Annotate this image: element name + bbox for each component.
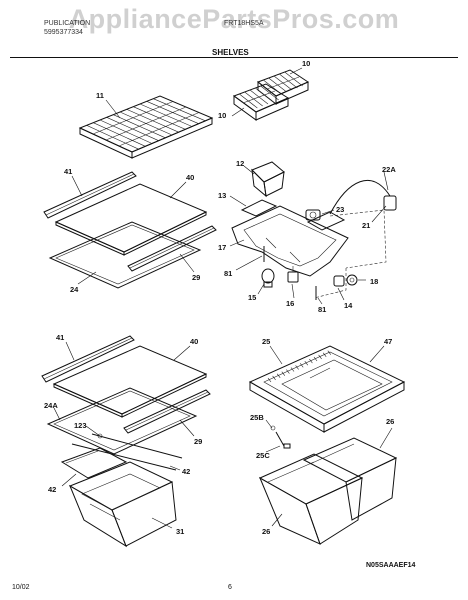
shelf-trim-rear-lower[interactable] xyxy=(123,389,211,434)
callout-81-right: 81 xyxy=(318,305,326,314)
callout-24: 24 xyxy=(70,285,79,294)
callout-23: 23 xyxy=(336,205,344,214)
publication-number: 5995377334 xyxy=(44,29,83,36)
callout-42-right: 42 xyxy=(182,467,190,476)
wire-harness[interactable] xyxy=(329,179,397,215)
callout-47: 47 xyxy=(384,337,392,346)
crisper-cover-frame[interactable] xyxy=(248,345,406,433)
header-rule xyxy=(10,57,458,58)
shelf-frame-lower[interactable] xyxy=(46,387,198,455)
shelf-trim-rear-upper[interactable] xyxy=(127,225,217,272)
callout-25: 25 xyxy=(262,337,270,346)
diagram-code: N05SAAAEF14 xyxy=(366,562,416,569)
callout-81-left: 81 xyxy=(224,269,232,278)
glass-shelf-upper[interactable] xyxy=(54,183,208,256)
callout-31: 31 xyxy=(176,527,184,536)
callout-13: 13 xyxy=(218,191,226,200)
crisper-drawer-rear[interactable] xyxy=(302,437,398,521)
callout-21: 21 xyxy=(362,221,370,230)
crisper-drawer-front[interactable] xyxy=(258,453,364,545)
callout-26-left: 26 xyxy=(262,527,270,536)
callout-42-left: 42 xyxy=(48,485,56,494)
leader-lines xyxy=(53,67,393,529)
callout-18: 18 xyxy=(370,277,378,286)
fan-motor[interactable] xyxy=(305,209,321,221)
callout-17: 17 xyxy=(218,243,226,252)
model-number: FRT18HS5A xyxy=(224,20,264,27)
callout-25b: 25B xyxy=(250,413,264,422)
drawer-cover[interactable] xyxy=(60,447,128,479)
revision-date: 10/02 xyxy=(12,584,30,591)
ice-bucket-bracket[interactable] xyxy=(251,161,285,198)
damper-control[interactable] xyxy=(333,275,345,287)
callout-labels: 11 10 10 41 40 29 24 12 13 17 81 15 16 8… xyxy=(44,59,396,536)
crisper-drawer-left[interactable] xyxy=(68,461,177,548)
humidity-control[interactable] xyxy=(270,425,291,449)
callout-26-right: 26 xyxy=(386,417,394,426)
watermark: AppliancePartsPros.com xyxy=(68,4,400,34)
callout-11: 11 xyxy=(96,91,104,100)
callout-22a: 22A xyxy=(382,165,396,174)
wire-shelf[interactable] xyxy=(78,95,214,159)
callout-16: 16 xyxy=(286,299,294,308)
callout-29-lower: 29 xyxy=(194,437,202,446)
shelf-trim-front-upper[interactable] xyxy=(43,171,137,219)
page-number: 6 xyxy=(228,584,232,591)
callout-10-upper: 10 xyxy=(302,59,310,68)
shelf-trim-front-lower[interactable] xyxy=(41,335,135,383)
section-title: SHELVES xyxy=(212,48,249,57)
thermostat-knob[interactable] xyxy=(346,274,358,286)
drawer-slide-rails[interactable] xyxy=(71,433,183,471)
callout-29-upper: 29 xyxy=(192,273,200,282)
callout-25c: 25C xyxy=(256,451,270,460)
callout-40-upper: 40 xyxy=(186,173,194,182)
callout-41-lower: 41 xyxy=(56,333,64,342)
callout-40-lower: 40 xyxy=(190,337,198,346)
callout-12: 12 xyxy=(236,159,244,168)
ice-tray-lower[interactable] xyxy=(232,83,290,121)
insulator-pad[interactable] xyxy=(240,199,278,217)
evaporator-cover[interactable] xyxy=(231,205,349,277)
housing-dashed-outline xyxy=(313,209,387,299)
callout-41-upper: 41 xyxy=(64,167,72,176)
callout-10-lower: 10 xyxy=(218,111,226,120)
callout-15: 15 xyxy=(248,293,256,302)
publication-label: PUBLICATION xyxy=(44,20,91,27)
callout-123: 123 xyxy=(74,421,87,430)
ice-tray-upper[interactable] xyxy=(256,69,310,106)
callout-24a: 24A xyxy=(44,401,58,410)
light-socket[interactable] xyxy=(287,266,299,283)
callout-14: 14 xyxy=(344,301,353,310)
screws[interactable] xyxy=(263,246,317,300)
shelf-frame-upper[interactable] xyxy=(48,221,202,289)
crisper-cover-glass[interactable] xyxy=(281,359,383,411)
